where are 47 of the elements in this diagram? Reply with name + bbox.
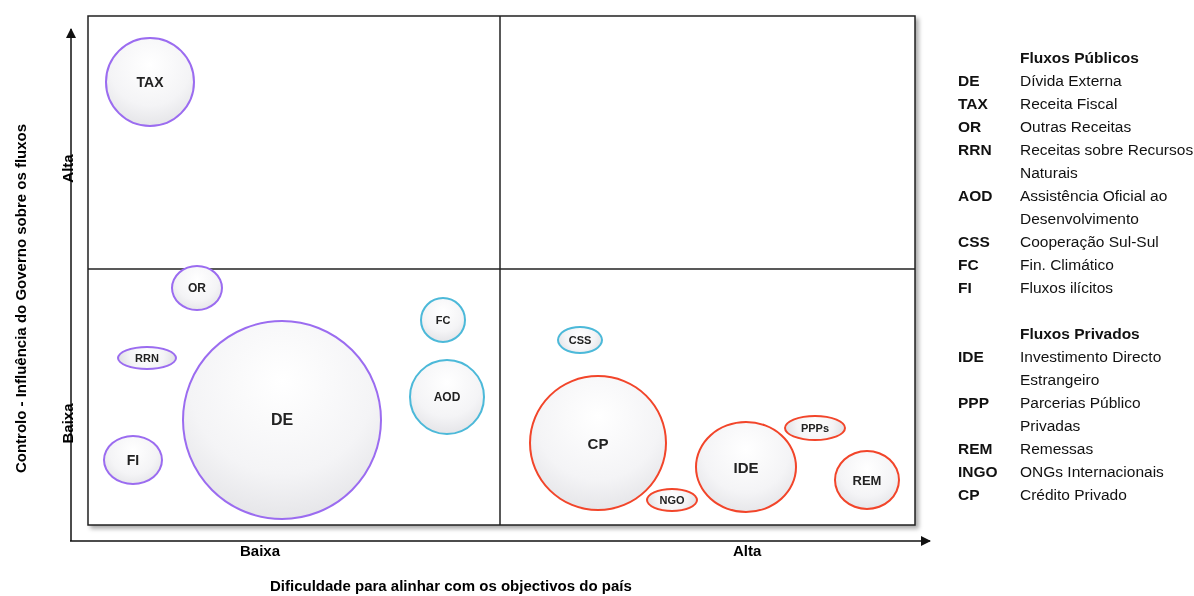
abbreviation: INGO bbox=[958, 462, 999, 482]
abbreviation-meaning: ONGs Internacionais bbox=[1020, 462, 1165, 482]
abbreviation-meaning: Dívida Externa bbox=[1020, 71, 1123, 91]
bubble-label: CP bbox=[587, 434, 609, 452]
bubble-label: CSS bbox=[568, 334, 592, 346]
abbreviation-meaning: Outras Receitas bbox=[1020, 117, 1133, 137]
bubble-label: AOD bbox=[433, 390, 461, 404]
abbreviation: CSS bbox=[958, 232, 991, 252]
axis-level-label: Alta bbox=[733, 542, 762, 559]
abbreviation: IDE bbox=[958, 347, 985, 367]
abbreviation: PPP bbox=[958, 393, 990, 413]
bubble-label: TAX bbox=[136, 74, 164, 90]
bubble-label: RRN bbox=[135, 352, 159, 364]
abbreviation-meaning: Fluxos ilícitos bbox=[1020, 278, 1115, 298]
bubble-label: FI bbox=[126, 452, 140, 468]
abbreviation: CP bbox=[958, 485, 981, 505]
abbreviation: REM bbox=[958, 439, 994, 459]
abbreviation: OR bbox=[958, 117, 983, 137]
axis-level-label: Baixa bbox=[240, 542, 281, 559]
axis-level-label: Baixa bbox=[58, 402, 76, 446]
bubble-label: PPPs bbox=[800, 422, 830, 434]
abbreviation-meaning: Fin. Climático bbox=[1020, 255, 1115, 275]
bubble-label: DE bbox=[270, 411, 294, 429]
bubble-label: OR bbox=[188, 281, 206, 295]
abbreviation-meaning: Investimento Directo Estrangeiro bbox=[1020, 347, 1163, 390]
axis-title: Dificuldade para alinhar com os objectivos do país bbox=[270, 577, 632, 594]
abbreviation: FC bbox=[958, 255, 980, 275]
abbreviation-meaning: Receitas sobre Recursos Naturais bbox=[1020, 140, 1194, 183]
bubble-label: IDE bbox=[733, 458, 759, 476]
abbreviation: RRN bbox=[958, 140, 993, 160]
abbreviation-meaning: Cooperação Sul-Sul bbox=[1020, 232, 1160, 252]
abbreviation-meaning: Parcerias Público Privadas bbox=[1020, 393, 1142, 436]
abbreviation: DE bbox=[958, 71, 981, 91]
abbreviation-meaning: Receita Fiscal bbox=[1020, 94, 1119, 114]
bubble-label: NGO bbox=[659, 494, 685, 506]
bubble-label: FC bbox=[435, 314, 451, 326]
abbreviation: FI bbox=[958, 278, 973, 298]
abbreviation: TAX bbox=[958, 94, 989, 114]
abbreviation-meaning: Crédito Privado bbox=[1020, 485, 1128, 505]
abbreviation-meaning: Remessas bbox=[1020, 439, 1095, 459]
abbreviation-meaning: Assistência Oficial ao Desenvolvimento bbox=[1020, 186, 1169, 229]
axis-title: Controlo - Influência do Governo sobre os fluxos bbox=[11, 122, 29, 476]
abbreviation: AOD bbox=[958, 186, 994, 206]
legend-heading: Fluxos Públicos bbox=[1020, 48, 1140, 68]
bubble-label: REM bbox=[852, 472, 882, 488]
legend-heading: Fluxos Privados bbox=[1020, 324, 1141, 344]
axis-level-label: Alta bbox=[58, 153, 76, 185]
